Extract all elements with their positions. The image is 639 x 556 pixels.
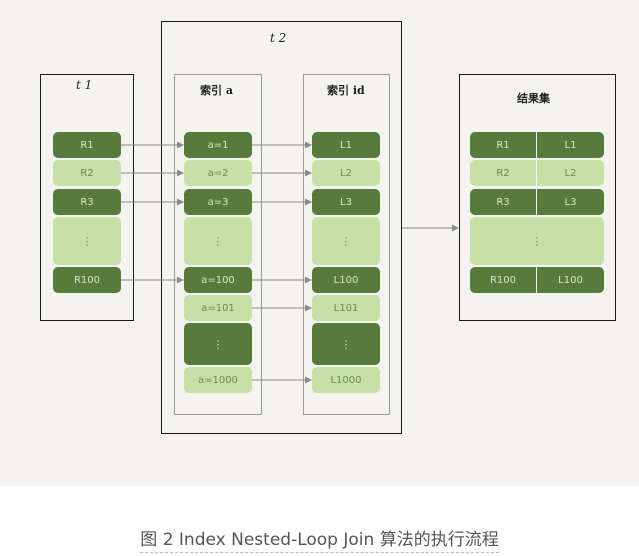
index-id-title: 索引 id [327,84,365,97]
table-t2-title: t 2 [270,31,287,45]
result-left-r1: R1 [470,132,536,158]
index-id-row-1000: L1000 [312,367,380,393]
result-set-box [459,74,616,321]
t1-row-r3: R3 [53,189,121,215]
t1-row-ellipsis: ⋮ [53,217,121,265]
figure-caption-text: 图 2 Index Nested-Loop Join 算法的执行流程 [140,530,499,553]
index-a-row-2: a=2 [184,160,252,186]
index-id-row-101: L101 [312,295,380,321]
figure-caption: 图 2 Index Nested-Loop Join 算法的执行流程 [0,525,639,553]
result-left-r2: R2 [470,160,536,186]
table-t1-box [40,74,134,321]
index-a-title: 索引 a [200,84,233,97]
diagram-canvas: t 1 R1 R2 R3 ⋮ R100 t 2 索引 a a=1 a=2 a=3… [0,0,639,486]
index-a-box [174,74,262,415]
index-a-row-100: a=100 [184,267,252,293]
index-a-row-ellipsis-2: ⋮ [184,323,252,365]
table-t2-box [161,21,402,434]
index-id-row-100: L100 [312,267,380,293]
index-a-row-1: a=1 [184,132,252,158]
connector-arrows [121,141,459,384]
index-id-box [303,74,390,415]
result-left-r100: R100 [470,267,536,293]
index-a-row-101: a=101 [184,295,252,321]
result-set-title: 结果集 [517,92,550,105]
index-id-row-1: L1 [312,132,380,158]
result-right-l100: L100 [537,267,604,293]
result-right-l1: L1 [537,132,604,158]
t1-row-r2: R2 [53,160,121,186]
index-id-row-3: L3 [312,189,380,215]
index-a-row-1000: a=1000 [184,367,252,393]
table-t1-title: t 1 [76,78,93,92]
result-right-l2: L2 [537,160,604,186]
result-row-ellipsis: ⋮ [470,217,604,265]
t1-row-r100: R100 [53,267,121,293]
result-left-r3: R3 [470,189,536,215]
index-a-row-ellipsis-1: ⋮ [184,217,252,265]
t1-row-r1: R1 [53,132,121,158]
index-id-row-2: L2 [312,160,380,186]
index-a-row-3: a=3 [184,189,252,215]
index-id-row-ellipsis-1: ⋮ [312,217,380,265]
index-id-row-ellipsis-2: ⋮ [312,323,380,365]
result-right-l3: L3 [537,189,604,215]
